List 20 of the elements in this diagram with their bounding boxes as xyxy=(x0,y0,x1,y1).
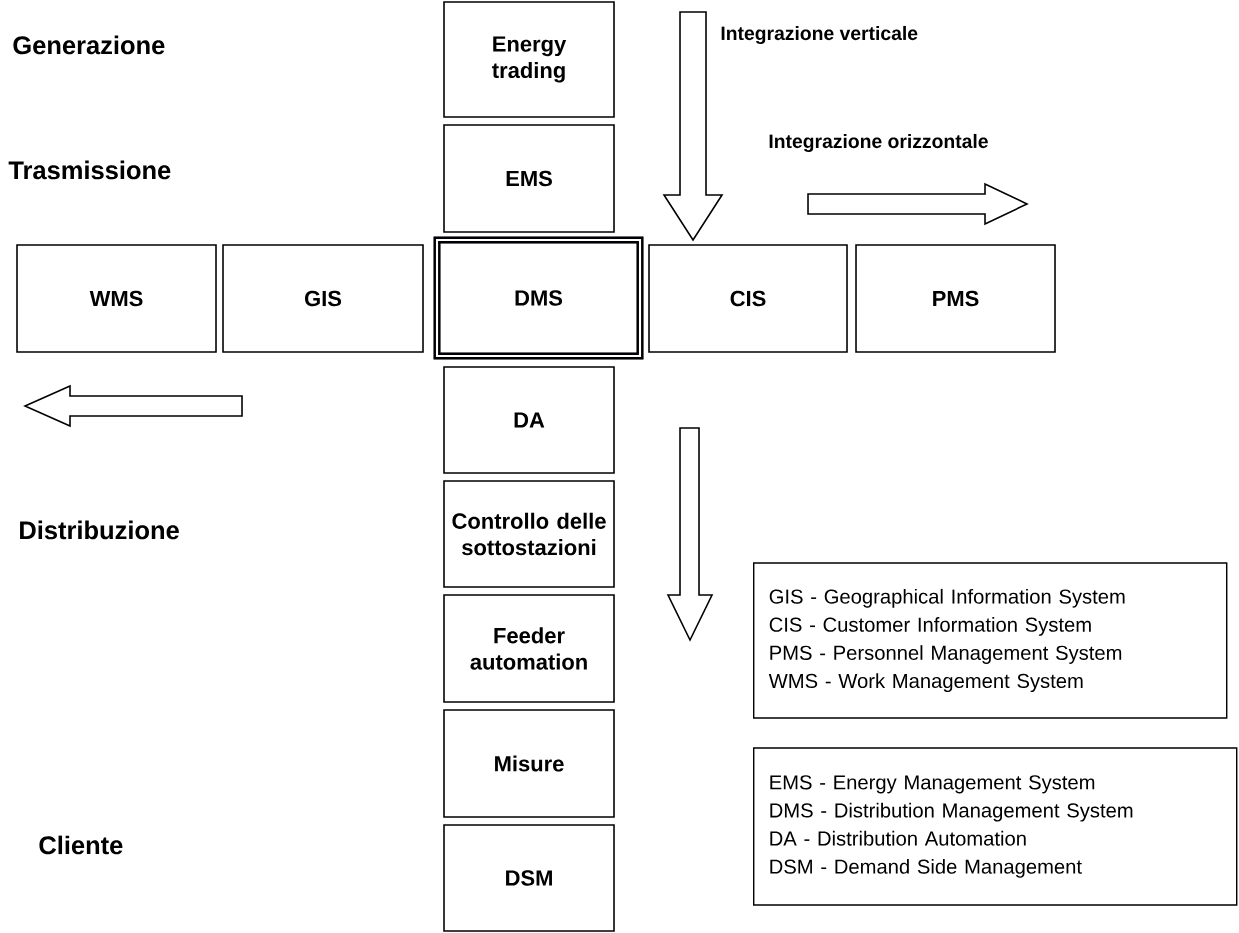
system-box: DA xyxy=(443,366,615,474)
level-label: Distribuzione xyxy=(20,520,179,540)
abbreviation-list: GIS - Geographical Information System CIS - Customer Information System PMS - Personnel Management System WMS - Work Management System xyxy=(753,562,1228,719)
system-box: GIS xyxy=(222,244,424,353)
arrow-caption: Integrazione orizzontale xyxy=(769,133,988,153)
arrow-caption: Integrazione verticale xyxy=(721,25,918,45)
system-box: Energy trading xyxy=(443,1,615,118)
system-box: Feeder automation xyxy=(443,594,615,703)
system-box: PMS xyxy=(855,244,1056,353)
system-box: Misure xyxy=(443,709,615,818)
level-label: Trasmissione xyxy=(8,160,171,180)
abbreviation-list: EMS - Energy Management System DMS - Distribution Management System DA - Distribution Automation DSM - Demand Side Management xyxy=(753,747,1238,906)
system-box: EMS xyxy=(443,124,615,233)
system-box: WMS xyxy=(16,244,217,353)
system-box: Controllo delle sottostazioni xyxy=(443,480,615,588)
level-label: Cliente xyxy=(39,835,123,855)
system-box: DSM xyxy=(443,824,615,932)
level-label: Generazione xyxy=(13,35,165,55)
system-box: CIS xyxy=(648,244,848,353)
highlighted-box: DMS xyxy=(433,236,644,360)
